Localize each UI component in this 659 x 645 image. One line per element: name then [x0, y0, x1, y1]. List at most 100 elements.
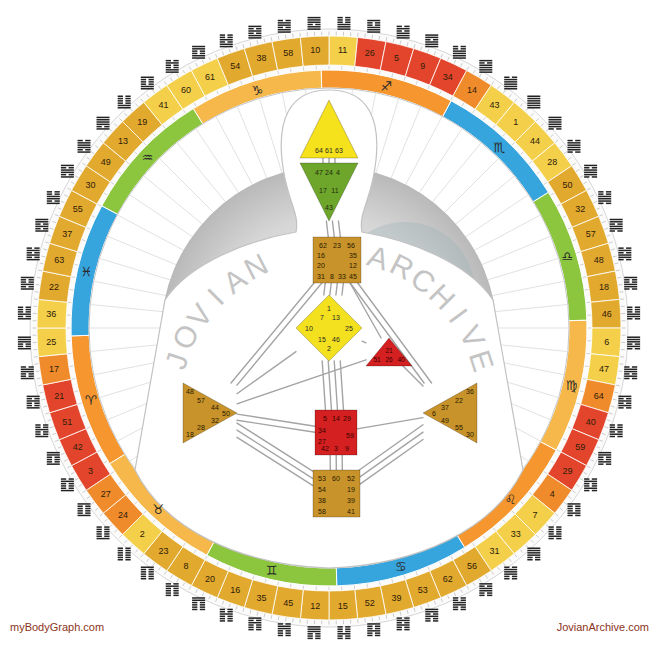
- degree-tick: [536, 535, 539, 538]
- degree-tick: [393, 39, 395, 43]
- hexagram-line: [425, 620, 430, 622]
- degree-tick: [461, 589, 463, 593]
- degree-tick: [162, 125, 165, 128]
- hexagram-line: [584, 488, 597, 490]
- hexagram-line: [618, 259, 623, 261]
- degree-tick: [109, 524, 112, 527]
- hexagram-line: [34, 405, 39, 407]
- degree-tick: [36, 370, 40, 372]
- hexagram-line: [220, 609, 225, 611]
- hexagram-line: [504, 578, 509, 580]
- hexagram-line: [584, 485, 589, 487]
- hexagram-line: [104, 529, 109, 531]
- degree-tick: [91, 502, 94, 504]
- degree-tick: [37, 378, 41, 380]
- gate-spoke: [424, 142, 481, 212]
- hexagram-symbol: [78, 503, 91, 516]
- degree-tick: [479, 579, 481, 582]
- degree-tick: [303, 585, 304, 589]
- degree-tick: [37, 277, 41, 279]
- gate-number: 9: [345, 445, 349, 452]
- degree-tick: [38, 270, 42, 272]
- hexagram-line: [548, 128, 553, 130]
- hexagram-line: [617, 223, 622, 225]
- hexagram-line: [606, 193, 611, 195]
- body-silhouette: [135, 90, 523, 568]
- hexagram-line: [104, 526, 109, 528]
- gate-number: 18: [599, 283, 609, 292]
- hexagram-line: [425, 613, 430, 615]
- hexagram-line: [548, 117, 561, 119]
- degree-tick: [611, 249, 615, 250]
- degree-tick: [580, 176, 583, 178]
- degree-tick: [229, 603, 230, 607]
- hexagram-symbol: [47, 191, 60, 204]
- gate-number: 56: [467, 562, 477, 571]
- degree-tick: [79, 484, 82, 486]
- degree-tick: [241, 571, 242, 575]
- hexagram-line: [35, 230, 48, 232]
- degree-tick: [86, 427, 90, 429]
- hexagram-line: [367, 31, 380, 32]
- degree-tick: [316, 66, 317, 70]
- hexagram-line: [504, 83, 517, 85]
- hexagram-line: [173, 595, 178, 597]
- hexagram-line: [461, 46, 466, 48]
- hexagram-line: [43, 433, 48, 435]
- hexagram-line: [35, 226, 48, 228]
- hexagram-line: [34, 257, 39, 259]
- hexagram-line: [397, 622, 402, 624]
- zodiac-sign: ♌: [505, 492, 517, 505]
- gate-number: 10: [305, 325, 313, 332]
- degree-tick: [216, 54, 218, 58]
- hexagram-line: [141, 86, 154, 88]
- hexagram-line: [173, 588, 178, 590]
- hexagram-line: [248, 26, 261, 28]
- hexagram-line: [21, 281, 26, 283]
- channel-line: [357, 418, 423, 429]
- degree-tick: [568, 157, 571, 159]
- degree-tick: [414, 44, 415, 48]
- degree-tick: [307, 620, 308, 624]
- hexagram-line: [584, 490, 589, 492]
- hexagram-symbol: [78, 140, 91, 153]
- hexagram-line: [166, 62, 179, 64]
- hexagram-line: [337, 19, 342, 21]
- hexagram-line: [504, 77, 509, 79]
- degree-tick: [158, 86, 160, 89]
- degree-tick: [177, 74, 179, 77]
- hexagram-line: [69, 483, 74, 485]
- degree-tick: [515, 99, 518, 102]
- gate-number: 61: [205, 72, 215, 81]
- degree-tick: [164, 81, 166, 84]
- hexagram-line: [308, 24, 313, 26]
- gate-cell: [37, 328, 67, 357]
- degree-tick: [71, 472, 74, 474]
- center-outline: [313, 470, 360, 517]
- hexagram-line: [47, 463, 60, 465]
- hexagram-line: [220, 613, 233, 615]
- degree-tick: [441, 598, 443, 602]
- hexagram-symbol: [61, 165, 74, 178]
- hexagram-line: [453, 46, 458, 48]
- gate-number: 60: [181, 85, 191, 94]
- degree-tick: [222, 601, 223, 605]
- hexagram-line: [618, 247, 623, 249]
- hexagram-line: [548, 119, 561, 121]
- hexagram-line: [61, 174, 66, 176]
- degree-tick: [61, 201, 65, 203]
- degree-tick: [177, 579, 179, 582]
- gate-number: 29: [343, 415, 351, 422]
- degree-tick: [50, 427, 54, 428]
- gate-number: 63: [335, 147, 343, 154]
- degree-tick: [509, 94, 511, 97]
- degree-tick: [618, 284, 622, 286]
- gate-number: 6: [432, 410, 436, 417]
- degree-tick: [143, 142, 146, 145]
- hexagram-line: [453, 602, 466, 604]
- hexagram-line: [35, 221, 48, 223]
- hexagram-line: [453, 606, 458, 608]
- hexagram-line: [592, 478, 597, 480]
- outer-ring: [30, 29, 628, 627]
